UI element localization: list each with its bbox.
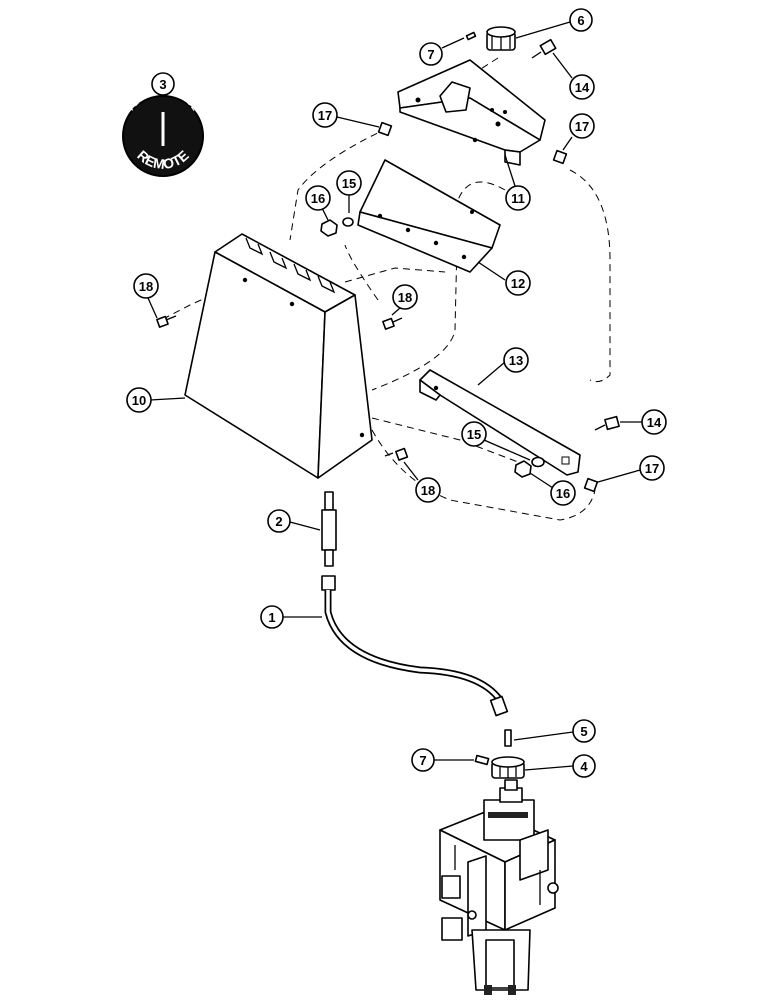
flow-control-valve: [439, 779, 559, 995]
svg-text:18: 18: [421, 483, 435, 498]
callout-16-bottom: 16: [550, 480, 576, 506]
svg-text:17: 17: [575, 119, 589, 134]
svg-text:18: 18: [139, 279, 153, 294]
callout-6: 6: [569, 8, 593, 32]
callout-14-bottom: 14: [641, 409, 667, 435]
callout-7-bottom: 7: [411, 748, 435, 772]
control-cable: [321, 575, 509, 717]
svg-text:16: 16: [556, 486, 570, 501]
svg-text:2: 2: [275, 514, 282, 529]
callout-15-top: 15: [336, 170, 362, 196]
svg-text:17: 17: [318, 108, 332, 123]
svg-text:12: 12: [511, 276, 525, 291]
support-strap: [419, 369, 581, 476]
leader-lines: [147, 21, 642, 771]
svg-text:16: 16: [311, 191, 325, 206]
svg-text:17: 17: [645, 461, 659, 476]
callout-10: 10: [126, 387, 152, 413]
callout-13: 13: [503, 347, 529, 373]
svg-text:5: 5: [580, 724, 587, 739]
svg-text:10: 10: [132, 393, 146, 408]
svg-text:1: 1: [268, 610, 275, 625]
control-rod: [321, 491, 337, 567]
callout-5: 5: [572, 719, 596, 743]
console-cover: [184, 233, 373, 479]
svg-text:3: 3: [159, 77, 166, 92]
callout-7-top: 7: [419, 42, 443, 66]
knob-6: [486, 26, 516, 51]
upper-mounting-bracket: [397, 59, 546, 166]
callout-18-bottom: 18: [415, 477, 441, 503]
svg-text:7: 7: [427, 47, 434, 62]
callout-12: 12: [505, 270, 531, 296]
svg-text:14: 14: [575, 80, 590, 95]
svg-text:15: 15: [342, 176, 356, 191]
svg-text:11: 11: [511, 191, 525, 206]
callout-17-right: 17: [569, 113, 595, 139]
svg-text:7: 7: [419, 753, 426, 768]
svg-text:6: 6: [577, 13, 584, 28]
callout-2: 2: [267, 509, 291, 533]
callout-11: 11: [505, 185, 531, 211]
svg-text:14: 14: [647, 415, 662, 430]
hardware: [156, 26, 620, 493]
callout-1: 1: [260, 605, 284, 629]
knob-4: [491, 756, 525, 779]
svg-text:4: 4: [580, 759, 588, 774]
callout-14-top: 14: [569, 74, 595, 100]
svg-text:18: 18: [398, 290, 412, 305]
callout-17-lower: 17: [639, 455, 665, 481]
callout-3: 3: [151, 72, 175, 96]
callout-18-right: 18: [392, 284, 418, 310]
bolt-14-top: [531, 38, 557, 59]
flow-control-decal: FLOW CONTROL REMOTE: [122, 86, 204, 177]
angle-bracket: [357, 159, 501, 273]
callout-15-bottom: 15: [461, 421, 487, 447]
callout-17-left: 17: [312, 102, 338, 128]
callout-18-left: 18: [133, 273, 159, 299]
callout-16-top: 16: [305, 185, 331, 211]
svg-text:15: 15: [467, 427, 481, 442]
callout-4: 4: [572, 754, 596, 778]
svg-text:13: 13: [509, 353, 523, 368]
